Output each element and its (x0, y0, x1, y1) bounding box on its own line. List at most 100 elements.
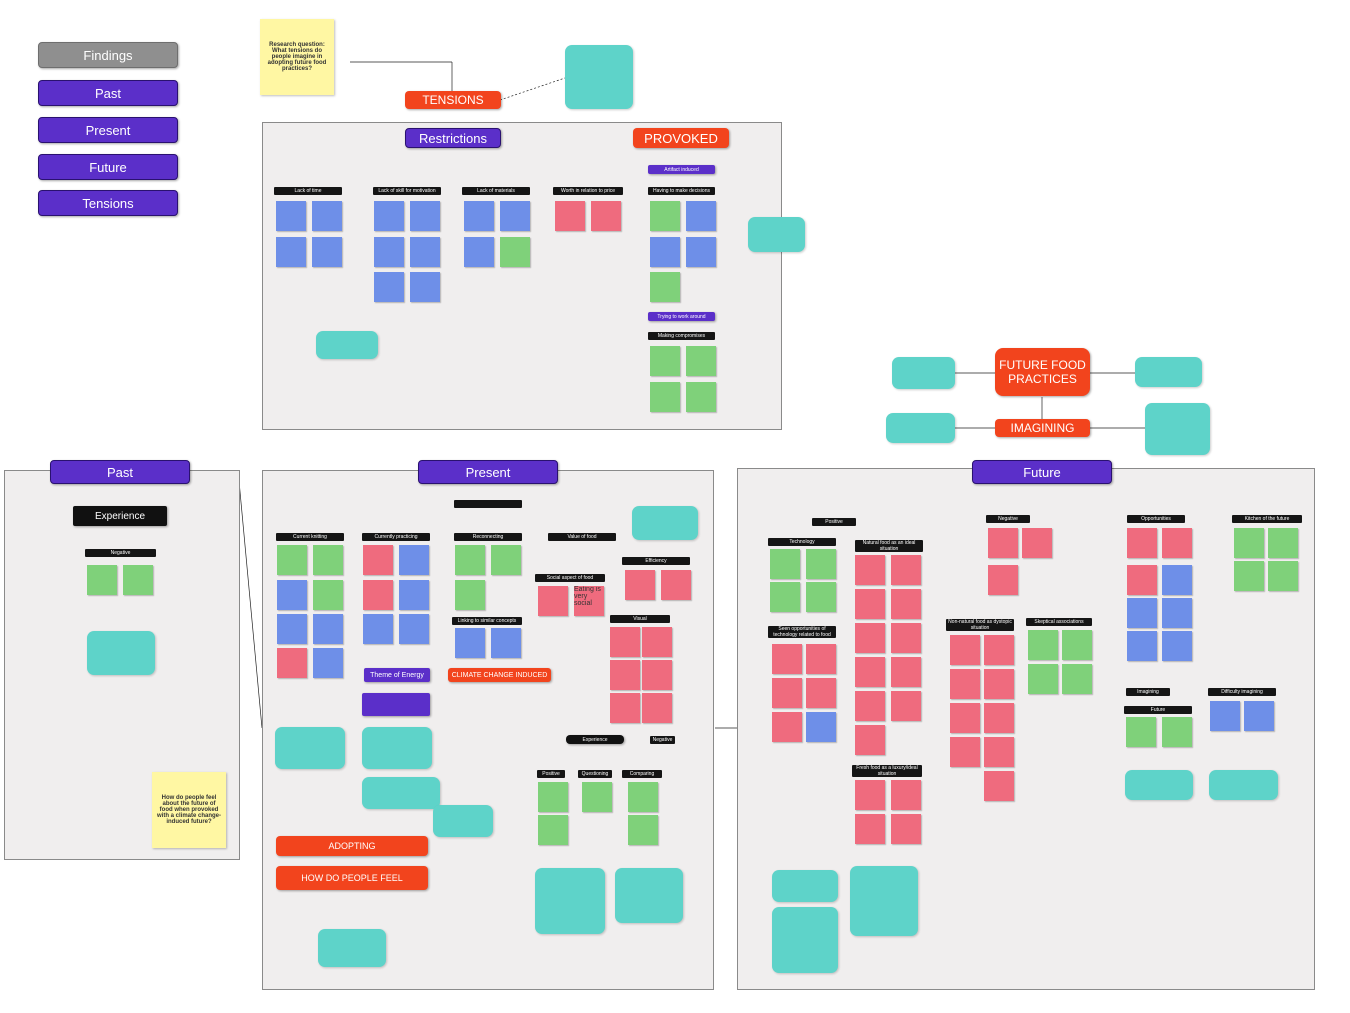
sticky-note[interactable] (650, 201, 680, 231)
sticky-note[interactable] (277, 648, 307, 678)
imagining-header[interactable]: IMAGINING (995, 419, 1090, 437)
sticky-note[interactable] (950, 635, 980, 665)
sticky-note[interactable] (855, 657, 885, 687)
sticky-note[interactable] (988, 528, 1018, 558)
sticky-note[interactable] (500, 201, 530, 231)
sticky-note[interactable] (313, 545, 343, 575)
legend-findings[interactable]: Findings (38, 42, 178, 68)
sticky-note[interactable] (410, 201, 440, 231)
sticky-note[interactable] (1162, 598, 1192, 628)
sticky-note[interactable] (650, 382, 680, 412)
sticky-note[interactable] (984, 737, 1014, 767)
sticky-note[interactable] (891, 691, 921, 721)
climate-change-induced-label[interactable]: CLIMATE CHANGE INDUCED (448, 668, 551, 682)
sticky-note[interactable] (312, 237, 342, 267)
sticky-note[interactable] (555, 201, 585, 231)
sticky-note[interactable] (891, 780, 921, 810)
sticky-note[interactable] (1022, 528, 1052, 558)
provoked-header[interactable]: PROVOKED (633, 128, 729, 148)
sticky-note[interactable] (1028, 664, 1058, 694)
sticky-note[interactable] (1162, 565, 1192, 595)
sticky-note[interactable] (1234, 528, 1264, 558)
sticky-note[interactable] (806, 582, 836, 612)
sticky-note[interactable]: Eating is very social (574, 586, 604, 616)
sticky-note[interactable] (1210, 701, 1240, 731)
comment-bubble[interactable] (316, 331, 378, 359)
sticky-note[interactable] (313, 614, 343, 644)
sticky-note[interactable] (891, 623, 921, 653)
comment-bubble[interactable] (772, 870, 838, 902)
sticky-note[interactable] (591, 201, 621, 231)
sticky-note[interactable] (686, 201, 716, 231)
sticky-note[interactable] (770, 582, 800, 612)
sticky-note[interactable] (650, 272, 680, 302)
sticky-note[interactable] (855, 725, 885, 755)
sticky-note[interactable] (1127, 528, 1157, 558)
sticky-note[interactable] (855, 691, 885, 721)
comment-bubble[interactable] (318, 929, 386, 967)
sticky-note[interactable] (363, 614, 393, 644)
sticky-note[interactable] (855, 555, 885, 585)
tensions-header[interactable]: TENSIONS (405, 91, 501, 109)
sticky-note[interactable] (984, 771, 1014, 801)
sticky-note[interactable] (363, 580, 393, 610)
sticky-note[interactable] (500, 237, 530, 267)
sticky-note[interactable] (950, 669, 980, 699)
legend-future[interactable]: Future (38, 154, 178, 180)
sticky-note[interactable] (642, 693, 672, 723)
legend-tensions[interactable]: Tensions (38, 190, 178, 216)
sticky-note[interactable] (464, 201, 494, 231)
comment-bubble[interactable] (1209, 770, 1278, 800)
question-sticky[interactable]: How do people feel about the future of f… (152, 772, 226, 848)
sticky-note[interactable] (538, 782, 568, 812)
sticky-note[interactable] (538, 586, 568, 616)
sticky-note[interactable] (610, 693, 640, 723)
sticky-note[interactable] (650, 237, 680, 267)
sticky-note[interactable] (1244, 701, 1274, 731)
sticky-note[interactable] (950, 737, 980, 767)
sticky-note[interactable] (313, 648, 343, 678)
sticky-note[interactable] (806, 549, 836, 579)
sticky-note[interactable] (1162, 528, 1192, 558)
past-experience-label[interactable]: Experience (73, 506, 167, 526)
future-header[interactable]: Future (972, 460, 1112, 484)
purple-note[interactable] (362, 693, 430, 716)
sticky-note[interactable] (123, 565, 153, 595)
sticky-note[interactable] (1028, 630, 1058, 660)
sticky-note[interactable] (491, 545, 521, 575)
sticky-note[interactable] (610, 660, 640, 690)
sticky-note[interactable] (661, 570, 691, 600)
comment-bubble[interactable] (1125, 770, 1193, 800)
sticky-note[interactable] (399, 614, 429, 644)
comment-bubble[interactable] (535, 868, 605, 934)
sticky-note[interactable] (628, 782, 658, 812)
legend-present[interactable]: Present (38, 117, 178, 143)
sticky-note[interactable] (374, 272, 404, 302)
sticky-note[interactable] (686, 382, 716, 412)
restrictions-header[interactable]: Restrictions (405, 128, 501, 148)
sticky-note[interactable] (1234, 561, 1264, 591)
comment-bubble[interactable] (1135, 357, 1202, 387)
trying-work-around-label[interactable]: Trying to work around (648, 312, 715, 321)
present-header[interactable]: Present (418, 460, 558, 484)
sticky-note[interactable] (455, 628, 485, 658)
sticky-note[interactable] (455, 545, 485, 575)
sticky-note[interactable] (984, 635, 1014, 665)
sticky-note[interactable] (806, 644, 836, 674)
sticky-note[interactable] (312, 201, 342, 231)
sticky-note[interactable] (686, 237, 716, 267)
how-do-people-feel-label[interactable]: HOW DO PEOPLE FEEL (276, 866, 428, 890)
sticky-note[interactable] (1062, 664, 1092, 694)
theme-energy-label[interactable]: Theme of Energy (364, 668, 430, 682)
sticky-note[interactable] (538, 815, 568, 845)
sticky-note[interactable] (410, 237, 440, 267)
sticky-note[interactable] (891, 589, 921, 619)
sticky-note[interactable] (891, 555, 921, 585)
sticky-note[interactable] (277, 614, 307, 644)
comment-bubble[interactable] (87, 631, 155, 675)
sticky-note[interactable] (855, 623, 885, 653)
sticky-note[interactable] (410, 272, 440, 302)
sticky-note[interactable] (686, 346, 716, 376)
sticky-note[interactable] (363, 545, 393, 575)
sticky-note[interactable] (610, 627, 640, 657)
